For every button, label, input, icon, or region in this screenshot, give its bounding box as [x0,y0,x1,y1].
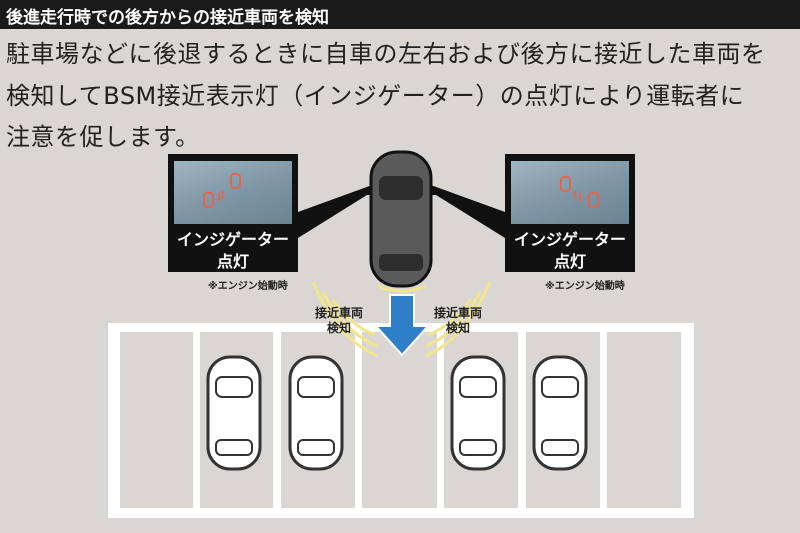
mirror-view-left [174,161,292,224]
right-approach-label: 接近車両 検知 [428,306,488,336]
indicator-state-label: 点灯 [216,252,249,271]
parked-car [288,355,344,471]
parked-car [450,355,506,471]
indicator-state-label: 点灯 [553,252,586,271]
description-line-1: 駐車場などに後退するときに自車の左右および後方に接近した車両を [6,40,766,68]
indicator-label: インジゲーター [176,230,289,249]
mirror-view-right [511,161,629,224]
engine-start-note: ※エンジン始動時 [545,281,625,292]
parked-car [206,355,262,471]
sensor-waves [311,281,492,358]
approach-label-line1: 接近車両 [433,306,482,320]
bsm-indicator-icon [203,173,241,208]
header-bar: 後進走行時での後方からの接近車両を検知 [0,0,800,29]
description-line-3: 注意を促します。 [6,123,200,151]
reverse-arrow-icon [373,294,431,357]
bsm-indicator-icon [560,176,599,208]
left-callout-pointer [298,184,375,238]
right-callout-pointer [428,184,505,238]
own-car [364,150,438,288]
approach-label-line1: 接近車両 [314,306,363,320]
left-indicator-panel: インジゲーター 点灯 [168,154,298,272]
header-title: 後進走行時での後方からの接近車両を検知 [6,8,329,28]
indicator-label: インジゲーター [513,230,626,249]
left-approach-label: 接近車両 検知 [309,306,369,336]
approach-label-line2: 検知 [326,321,351,335]
parked-car [532,355,588,471]
approach-label-line2: 検知 [445,321,470,335]
engine-start-note: ※エンジン始動時 [208,281,288,292]
parking-spaces [120,332,681,508]
right-indicator-panel: インジゲーター 点灯 [505,154,635,272]
description-line-2: 検知してBSM接近表示灯（インジゲーター）の点灯により運転者に [6,82,745,110]
